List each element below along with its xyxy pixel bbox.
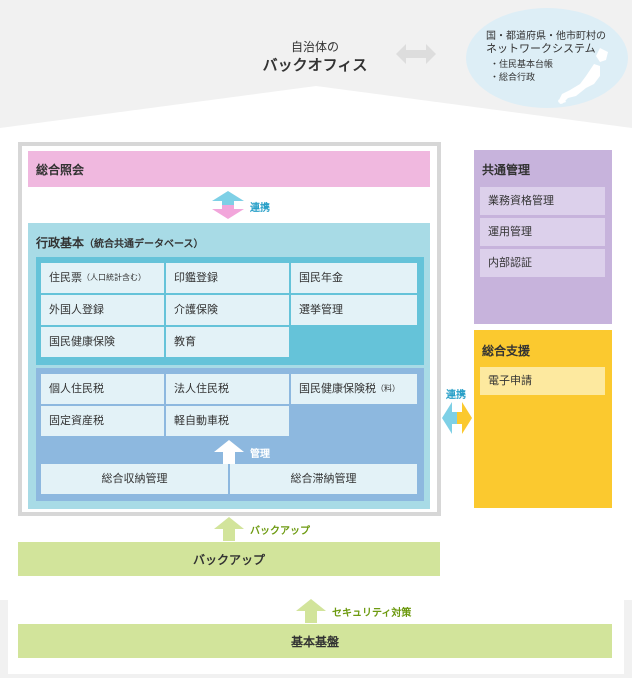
kanri-up-arrow-icon: [214, 440, 244, 464]
cell-kokumin-kenkou-hoken: 国民健康保険: [41, 327, 164, 357]
cell-kokumin-kenkou-hokenzei: 国民健康保険税（料）: [291, 374, 417, 404]
cell-senkyo-kanri: 選挙管理: [291, 295, 417, 325]
cell-kojin-juminzei: 個人住民税: [41, 374, 164, 404]
cell-kokumin-kenkou-hokenzei-label: 国民健康保険税: [299, 382, 376, 395]
sougou-shoukai-box: 総合照会: [28, 151, 430, 187]
cell-keijidoushazei: 軽自動車税: [166, 406, 289, 436]
backup-bar: バックアップ: [18, 542, 440, 576]
renkei-horizontal-arrow-icon: [442, 402, 472, 434]
backup-up-arrow-icon: [214, 517, 244, 541]
cell-naibu-ninshou: 内部認証: [480, 249, 605, 277]
network-item-juminkihon: ・住民基本台帳: [490, 60, 554, 70]
sougou-shien-box: 総合支援: [474, 330, 612, 508]
cell-juminhyou-label: 住民票: [49, 271, 82, 284]
network-line2: ネットワークシステム: [486, 42, 596, 55]
kanri-label: 管理: [250, 449, 270, 460]
kihon-kiban-bar: 基本基盤: [18, 624, 612, 658]
renkei-vertical-arrow-icon: [212, 191, 244, 219]
cell-gyoumu-shikaku-kanri: 業務資格管理: [480, 187, 605, 215]
cell-sougou-tainou-kanri: 総合滞納管理: [230, 464, 417, 494]
japan-map-icon: [558, 48, 608, 104]
kyoutsu-title: 共通管理: [482, 163, 531, 177]
cell-kaigo-hoken: 介護保険: [166, 295, 289, 325]
gyousei-subtitle: （統合共通データベース）: [84, 239, 204, 250]
cell-houjin-juminzei: 法人住民税: [166, 374, 289, 404]
cell-unyou-kanri: 運用管理: [480, 218, 605, 246]
cell-sougou-shuunou-kanri: 総合収納管理: [41, 464, 228, 494]
network-line1: 国・都道府県・他市町村の: [486, 31, 606, 42]
security-up-arrow-icon: [296, 599, 326, 623]
security-arrow-label: セキュリティ対策: [332, 608, 412, 619]
header-title-line1: 自治体の: [290, 40, 339, 54]
gyousei-title-main: 行政基本: [36, 236, 85, 250]
cell-kokumin-kenkou-hokenzei-note: （料）: [376, 384, 400, 393]
cell-kotei-shisanzei: 固定資産税: [41, 406, 164, 436]
cell-inkan-touroku: 印鑑登録: [166, 263, 289, 293]
shien-title: 総合支援: [482, 344, 531, 358]
cell-juminhyou: 住民票（人口統計含む）: [41, 263, 164, 293]
cell-denshi-shinsei: 電子申請: [480, 367, 605, 395]
network-item-sougougyousei: ・総合行政: [490, 73, 536, 83]
cell-gaikokujin-touroku: 外国人登録: [41, 295, 164, 325]
cell-kokumin-nenkin: 国民年金: [291, 263, 417, 293]
double-arrow-icon: [396, 44, 436, 64]
sougou-shoukai-label: 総合照会: [36, 163, 85, 177]
cell-kyouiku: 教育: [166, 327, 289, 357]
renkei-top-label: 連携: [250, 203, 270, 214]
gyousei-title: 行政基本（統合共通データベース）: [36, 234, 204, 251]
cell-juminhyou-note: （人口統計含む）: [82, 273, 146, 282]
header-title-line2: バックオフィス: [262, 56, 368, 74]
renkei-side-label: 連携: [446, 390, 466, 401]
backup-arrow-label: バックアップ: [250, 526, 310, 537]
